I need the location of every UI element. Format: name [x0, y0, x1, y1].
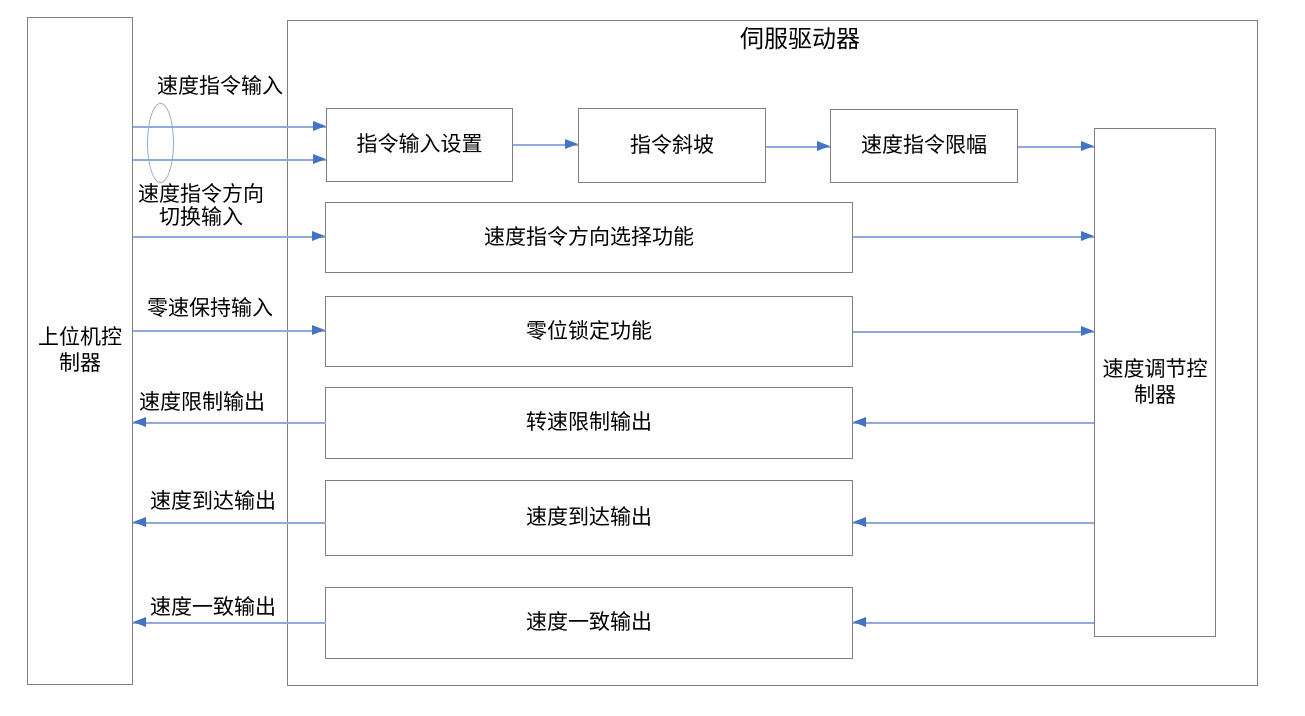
- block-speed-reach-output-label: 速度到达输出: [526, 506, 652, 529]
- block-direction-select-label: 速度指令方向选择功能: [484, 225, 694, 249]
- block-zero-lock-label: 零位锁定功能: [526, 319, 652, 343]
- arrowhead-right-icon: [817, 141, 830, 151]
- signal-group-ellipse: [147, 103, 174, 183]
- speed-regulator-label: 速度调节控制器: [1102, 357, 1208, 407]
- connector-line: [1018, 146, 1094, 148]
- host-controller-box: 上位机控制器: [27, 17, 133, 685]
- block-cmd-input-setting: 指令输入设置: [326, 108, 513, 182]
- arrowhead-left-icon: [133, 617, 146, 627]
- connector-line: [766, 146, 830, 148]
- label-speed-reach-output: 速度到达输出: [150, 490, 276, 513]
- connector-line: [853, 331, 1094, 333]
- arrowhead-right-icon: [313, 121, 326, 131]
- label-speed-cmd-input: 速度指令输入: [157, 75, 283, 98]
- arrowhead-right-icon: [1081, 326, 1094, 336]
- arrowhead-left-icon: [853, 417, 866, 427]
- block-speed-reach-output: 速度到达输出: [325, 480, 853, 556]
- block-speed-match-output: 速度一致输出: [325, 587, 853, 659]
- block-speed-cmd-limit-label: 速度指令限幅: [861, 134, 987, 157]
- arrowhead-right-icon: [312, 231, 325, 241]
- block-speed-match-output-label: 速度一致输出: [526, 611, 652, 634]
- block-direction-select: 速度指令方向选择功能: [325, 202, 853, 273]
- arrowhead-left-icon: [133, 417, 146, 427]
- arrowhead-left-icon: [133, 517, 146, 527]
- connector-line: [133, 126, 326, 128]
- connector-line: [133, 330, 325, 332]
- block-rot-speed-limit-output: 转速限制输出: [325, 387, 853, 459]
- host-controller-label: 上位机控制器: [38, 326, 122, 375]
- label-speed-limit-output: 速度限制输出: [139, 391, 265, 414]
- block-rot-speed-limit-output-label: 转速限制输出: [526, 411, 652, 434]
- arrowhead-right-icon: [313, 154, 326, 164]
- servo-drive-box: [287, 20, 1258, 686]
- label-speed-match-output: 速度一致输出: [150, 596, 276, 619]
- servo-drive-title: 伺服驱动器: [740, 26, 860, 53]
- block-cmd-ramp: 指令斜坡: [578, 108, 766, 183]
- label-zero-hold-input: 零速保持输入: [147, 297, 273, 320]
- label-dir-switch-input: 速度指令方向切换输入: [138, 183, 264, 229]
- connector-line: [853, 622, 1094, 624]
- connector-line: [513, 144, 578, 146]
- connector-line: [133, 422, 326, 424]
- arrowhead-left-icon: [853, 517, 866, 527]
- arrowhead-left-icon: [853, 617, 866, 627]
- block-zero-lock: 零位锁定功能: [325, 296, 853, 367]
- connector-line: [133, 522, 326, 524]
- speed-regulator-box: 速度调节控制器: [1094, 128, 1216, 637]
- connector-line: [853, 236, 1094, 238]
- connector-line: [133, 622, 326, 624]
- arrowhead-right-icon: [565, 139, 578, 149]
- block-cmd-ramp-label: 指令斜坡: [630, 133, 714, 157]
- connector-line: [853, 522, 1094, 524]
- connector-line: [133, 236, 325, 238]
- block-cmd-input-setting-label: 指令输入设置: [356, 133, 483, 156]
- arrowhead-right-icon: [312, 325, 325, 335]
- arrowhead-right-icon: [1081, 141, 1094, 151]
- connector-line: [133, 159, 326, 161]
- connector-line: [853, 422, 1094, 424]
- block-speed-cmd-limit: 速度指令限幅: [830, 109, 1018, 183]
- arrowhead-right-icon: [1081, 231, 1094, 241]
